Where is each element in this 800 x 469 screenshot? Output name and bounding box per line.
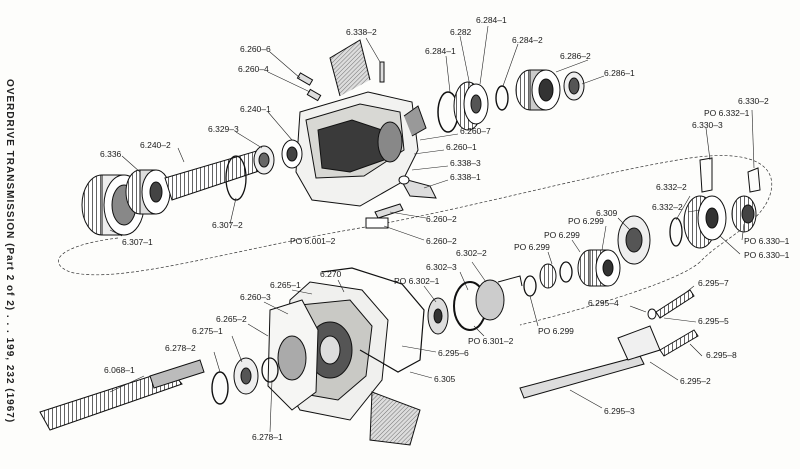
callout: 6.330–3 xyxy=(692,120,723,130)
callout: 6.295–7 xyxy=(698,278,729,288)
callout: 6.240–1 xyxy=(240,104,271,114)
callout: 6.336 xyxy=(100,149,122,159)
callout: 6.307–1 xyxy=(122,237,153,247)
callout: 6.332–2 xyxy=(652,202,683,212)
callout: PO 6.332–1 xyxy=(704,108,750,118)
callout: PO 6.299 xyxy=(568,216,604,226)
linkage-assembly xyxy=(519,289,699,399)
callout: 6.265–1 xyxy=(270,280,301,290)
governor-ring xyxy=(427,275,523,335)
callout: 6.332–2 xyxy=(656,182,687,192)
callout: 6.278–1 xyxy=(252,432,283,442)
callout: 6.329–3 xyxy=(208,124,239,134)
callout: 6.302–3 xyxy=(426,262,457,272)
callout: 6.068–1 xyxy=(104,365,135,375)
assembly-axis-line xyxy=(58,155,773,326)
callout: 6.260–2 xyxy=(426,214,457,224)
callout: 6.307–2 xyxy=(212,220,243,230)
callout: PO 6.330–1 xyxy=(744,236,790,246)
callout: 6.338–3 xyxy=(450,158,481,168)
callout: 6.295–4 xyxy=(588,298,619,308)
callout: 6.305 xyxy=(434,374,456,384)
callout: 6.278–2 xyxy=(165,343,196,353)
cover-plate xyxy=(267,299,319,411)
callout: 6.295–8 xyxy=(706,350,737,360)
leader-lines xyxy=(109,25,755,433)
callout: PO 6.330–1 xyxy=(744,250,790,260)
callout: 6.295–5 xyxy=(698,316,729,326)
callout: 6.295–2 xyxy=(680,376,711,386)
callout: 6.295–6 xyxy=(438,348,469,358)
shift-fork-parts xyxy=(296,61,437,229)
callout: 6.260–1 xyxy=(446,142,477,152)
callout: 6.265–2 xyxy=(216,314,247,324)
callout: 6.260–2 xyxy=(426,236,457,246)
output-shaft xyxy=(164,139,303,201)
callout: 6.302–2 xyxy=(456,248,487,258)
callout: 6.284–1 xyxy=(425,46,456,56)
callout: 6.309 xyxy=(596,208,618,218)
callout: 6.286–1 xyxy=(604,68,635,78)
callout: 6.286–2 xyxy=(560,51,591,61)
callout: 6.338–1 xyxy=(450,172,481,182)
callout: PO 6.299 xyxy=(544,230,580,240)
callout: 6.338–2 xyxy=(346,27,377,37)
callout: 6.284–1 xyxy=(476,15,507,25)
gasket xyxy=(321,267,425,373)
callout: 6.282 xyxy=(450,27,472,37)
callout: 6.295–3 xyxy=(604,406,635,416)
callout: 6.330–2 xyxy=(738,96,769,106)
callout: 6.260–3 xyxy=(240,292,271,302)
callout: 6.270 xyxy=(320,269,342,279)
callout: PO 6.001–2 xyxy=(290,236,336,246)
callout: 6.275–1 xyxy=(192,326,223,336)
gear-cluster xyxy=(523,249,621,297)
callout: PO 6.299 xyxy=(538,326,574,336)
callout: 6.284–2 xyxy=(512,35,543,45)
callout: PO 6.301–2 xyxy=(468,336,514,346)
planetary-carrier xyxy=(617,157,761,265)
callout: PO 6.302–1 xyxy=(394,276,440,286)
synchro-assembly xyxy=(437,69,585,133)
callout: 6.260–7 xyxy=(460,126,491,136)
callout: PO 6.299 xyxy=(514,242,550,252)
callout: 6.240–2 xyxy=(140,140,171,150)
callout-labels: 6.338–2 6.282 6.284–1 6.284–2 6.284–1 6.… xyxy=(100,15,790,442)
snap-ring xyxy=(225,155,247,201)
callout: 6.260–4 xyxy=(238,64,269,74)
housing-casting xyxy=(295,39,427,207)
input-shaft xyxy=(39,357,279,431)
sun-gear xyxy=(125,169,171,215)
callout: 6.260–6 xyxy=(240,44,271,54)
